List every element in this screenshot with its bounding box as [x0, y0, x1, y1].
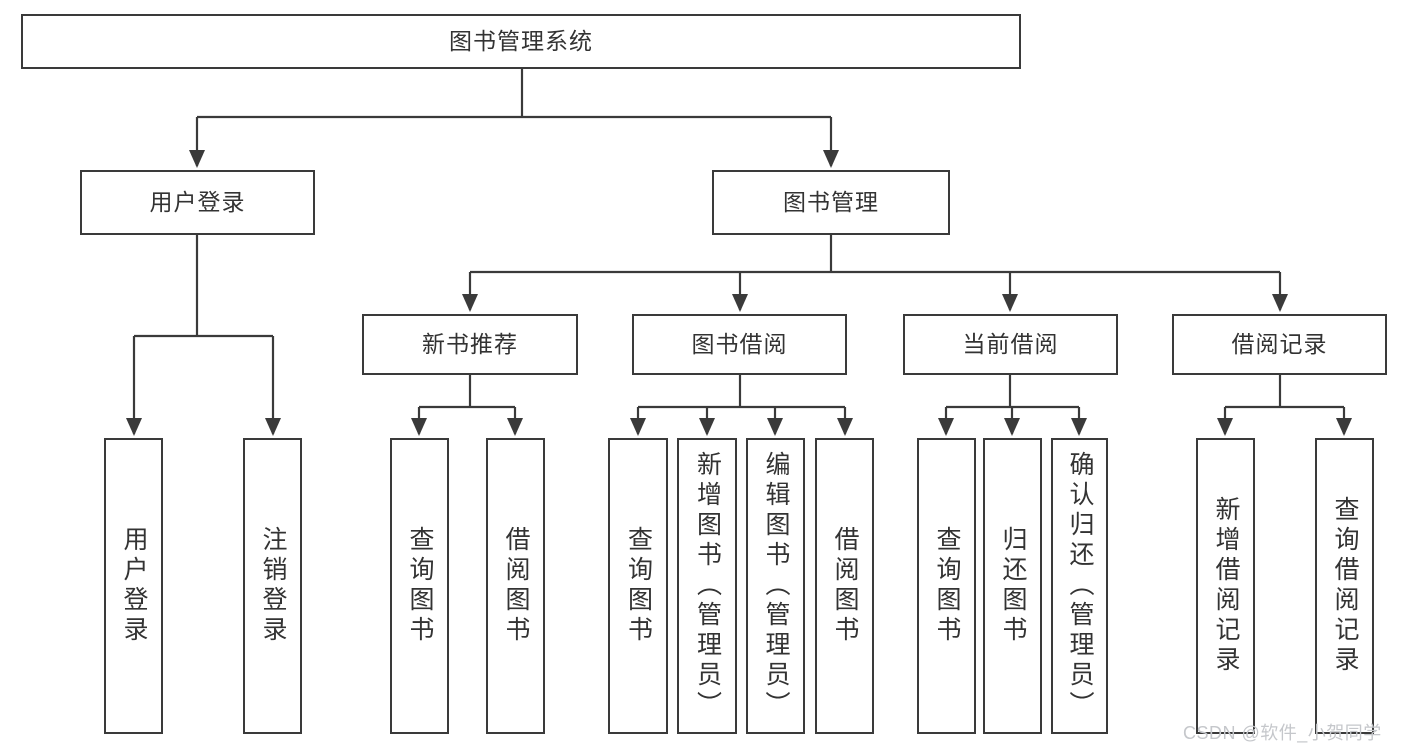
leaf-cb-query-books-label: 查询图书 [933, 526, 961, 646]
leaf-rec-borrow-books: 借阅图书 [486, 438, 545, 734]
watermark: CSDN @软件_小贺同学 [1183, 723, 1382, 743]
node-current-borrowing: 当前借阅 [903, 314, 1118, 375]
node-borrowing-records: 借阅记录 [1172, 314, 1387, 375]
node-library-management-system-label: 图书管理系统 [449, 28, 593, 54]
node-borrowing-records-label: 借阅记录 [1231, 331, 1328, 357]
node-book-management-label: 图书管理 [783, 189, 879, 215]
node-user-login-label: 用户登录 [149, 189, 246, 215]
node-new-book-recommendation-label: 新书推荐 [422, 331, 518, 357]
leaf-logout: 注销登录 [243, 438, 302, 734]
node-user-login: 用户登录 [80, 170, 315, 235]
leaf-br-query-record-label: 查询借阅记录 [1331, 496, 1359, 676]
leaf-bb-query-books-label: 查询图书 [624, 526, 653, 646]
leaf-bb-edit-books-admin: 编辑图书（管理员） [746, 438, 805, 734]
leaf-logout-label: 注销登录 [259, 526, 287, 646]
node-book-management: 图书管理 [712, 170, 950, 235]
leaf-bb-borrow-books-label: 借阅图书 [831, 526, 859, 646]
node-current-borrowing-label: 当前借阅 [962, 331, 1059, 357]
leaf-cb-return-books-label: 归还图书 [999, 526, 1027, 646]
leaf-rec-query-books-label: 查询图书 [406, 526, 434, 646]
leaf-cb-confirm-return-admin: 确认归还（管理员） [1051, 438, 1108, 734]
leaf-bb-query-books: 查询图书 [608, 438, 668, 734]
leaf-user-login-label: 用户登录 [120, 526, 148, 646]
leaf-br-add-record: 新增借阅记录 [1196, 438, 1255, 734]
leaf-rec-query-books: 查询图书 [390, 438, 449, 734]
leaf-br-add-record-label: 新增借阅记录 [1212, 496, 1240, 676]
node-library-management-system: 图书管理系统 [21, 14, 1021, 69]
node-book-borrowing: 图书借阅 [632, 314, 847, 375]
node-book-borrowing-label: 图书借阅 [691, 331, 788, 357]
leaf-bb-borrow-books: 借阅图书 [815, 438, 874, 734]
connector-group [126, 69, 1352, 436]
leaf-bb-add-books-admin: 新增图书（管理员） [677, 438, 737, 734]
leaf-cb-confirm-return-admin-label: 确认归还（管理员） [1066, 451, 1094, 721]
leaf-cb-return-books: 归还图书 [983, 438, 1042, 734]
leaf-user-login: 用户登录 [104, 438, 163, 734]
leaf-bb-edit-books-admin-label: 编辑图书（管理员） [762, 451, 790, 721]
node-new-book-recommendation: 新书推荐 [362, 314, 578, 375]
leaf-cb-query-books: 查询图书 [917, 438, 976, 734]
leaf-bb-add-books-admin-label: 新增图书（管理员） [693, 451, 722, 721]
leaf-br-query-record: 查询借阅记录 [1315, 438, 1374, 734]
leaf-rec-borrow-books-label: 借阅图书 [502, 526, 530, 646]
